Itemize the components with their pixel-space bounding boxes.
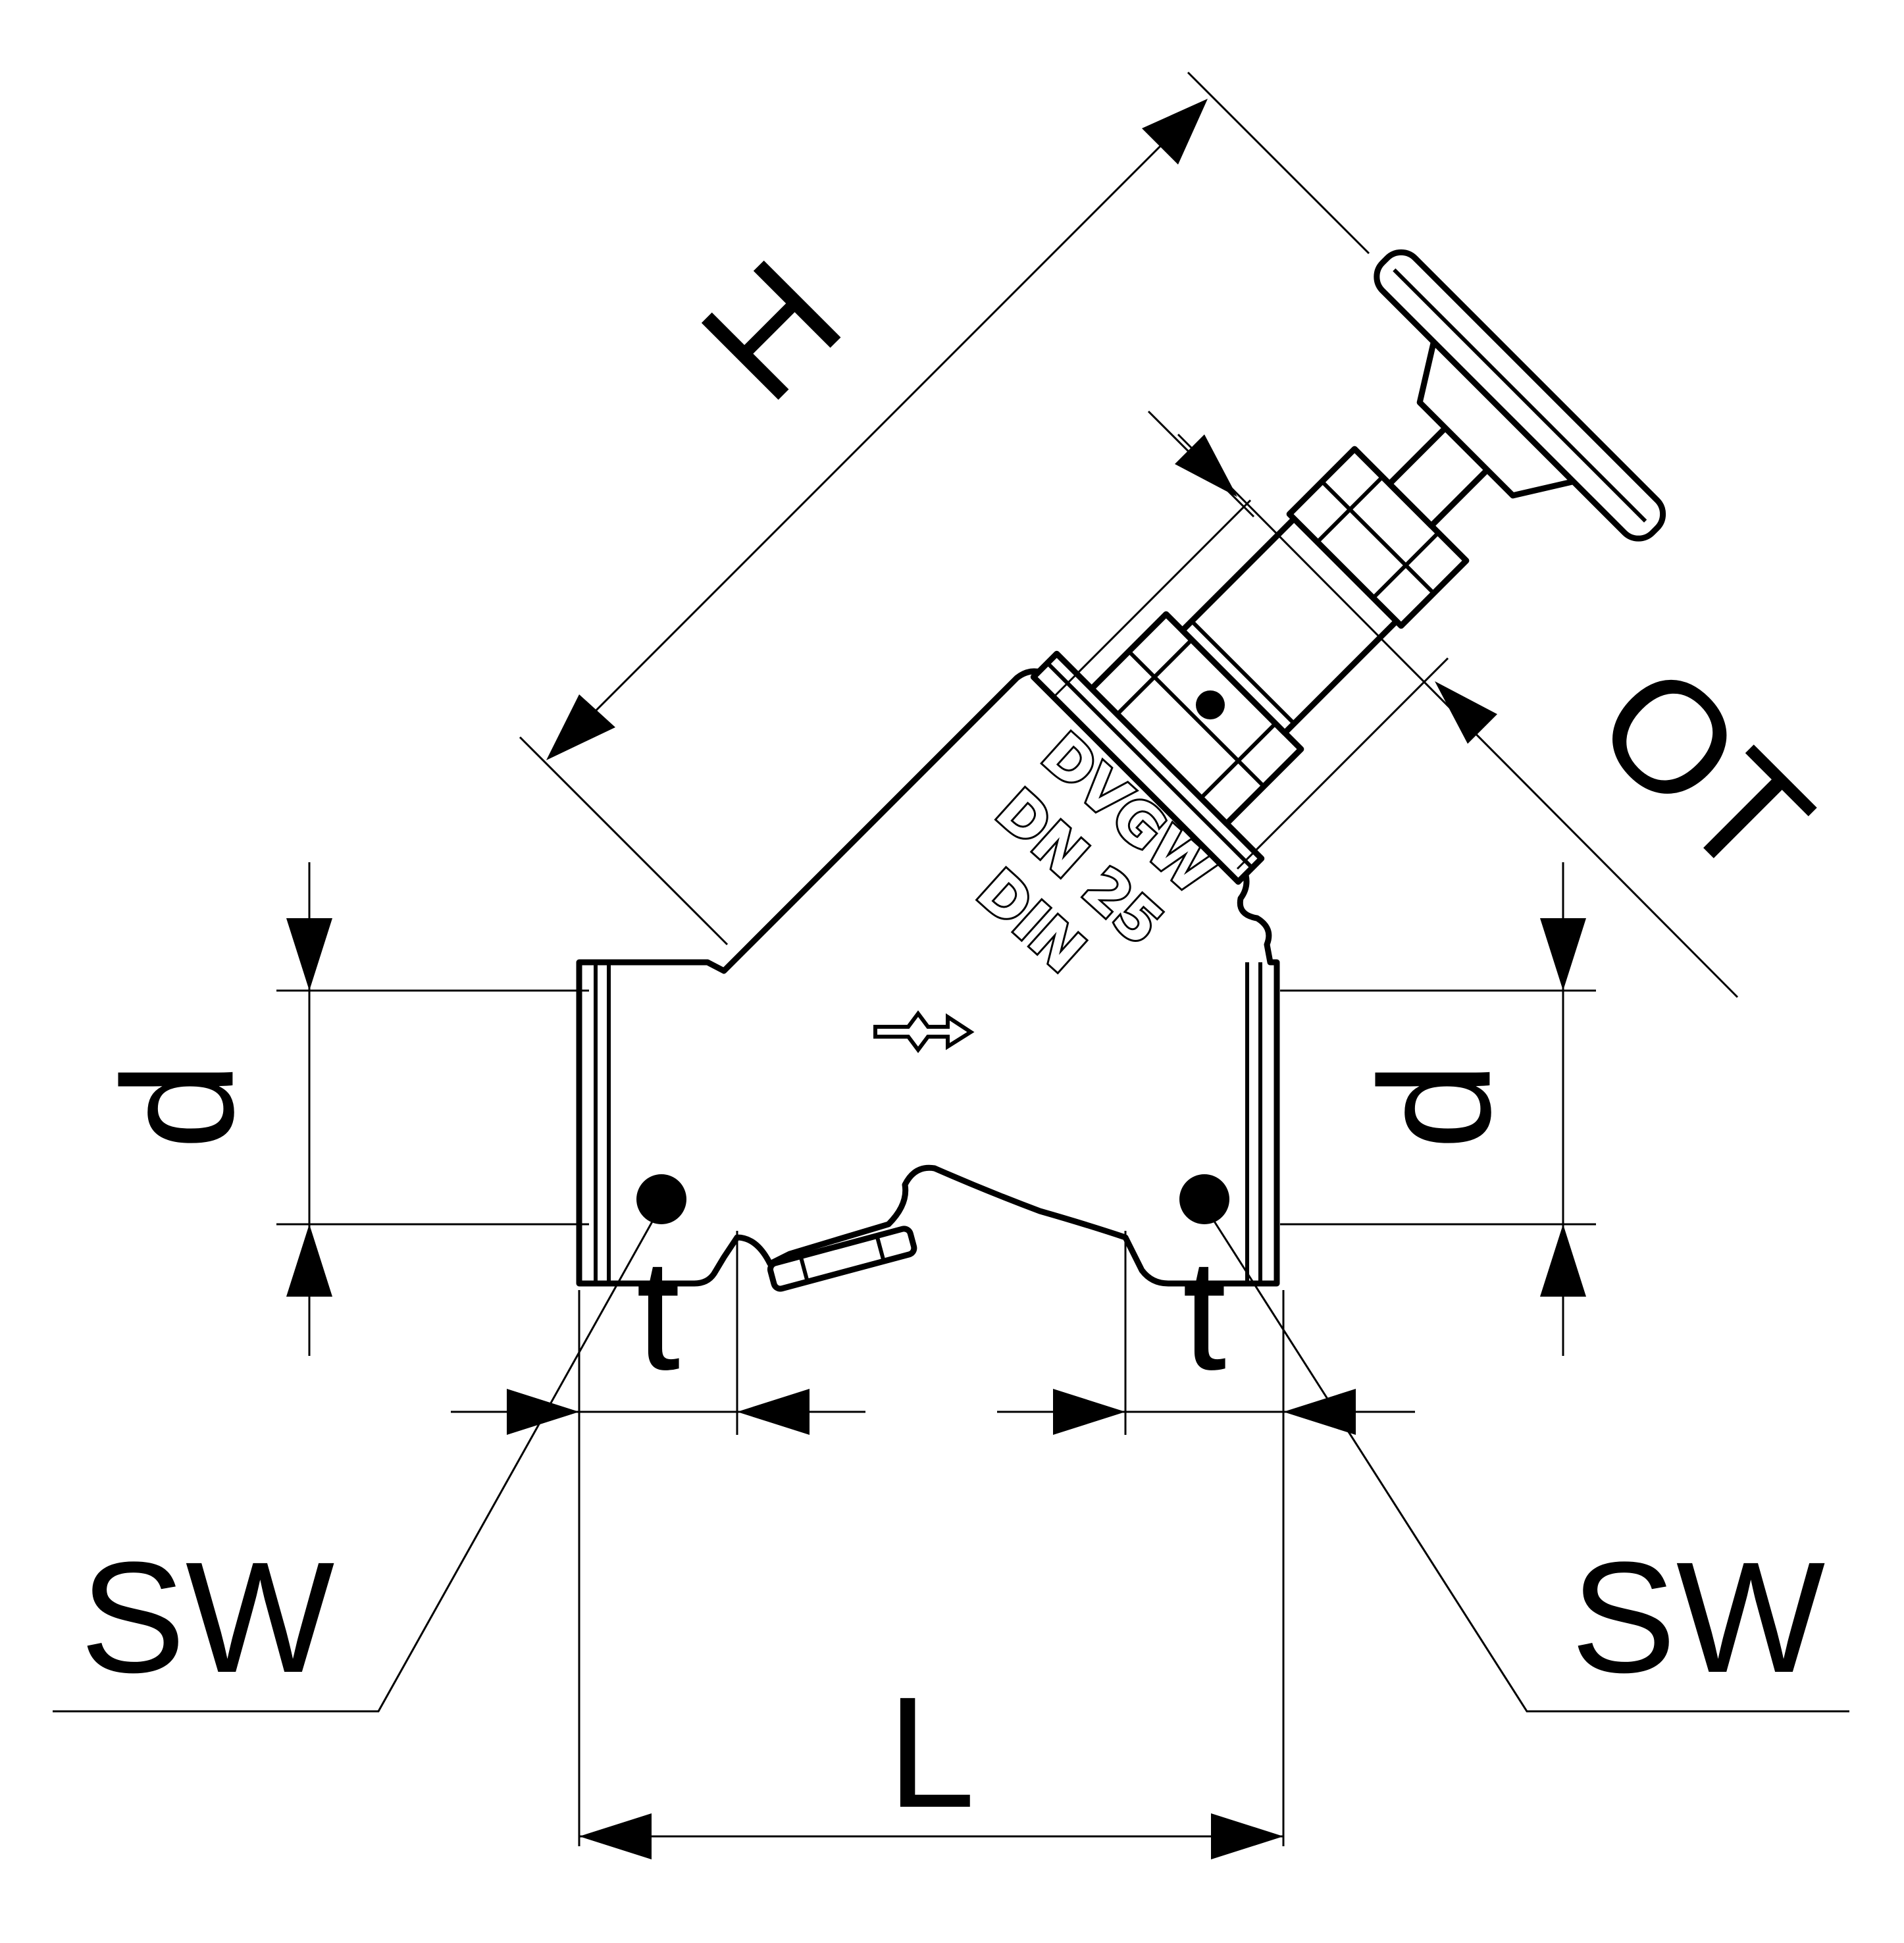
h-extension-upper [1187, 71, 1370, 255]
label-d-right: d [1347, 1062, 1523, 1149]
sw-left-leader [53, 1210, 659, 1713]
h-arrow-upper [1142, 99, 1208, 165]
d-left-arrow-bottom [286, 1224, 332, 1297]
valve-body-outline [576, 668, 1280, 1287]
label-t-right: t [1183, 1226, 1227, 1403]
dimension-d-right: d [1280, 862, 1596, 1356]
ot-extension-b [1236, 657, 1449, 870]
d-right-arrow-bottom [1540, 1224, 1586, 1297]
dimension-sw: SW SW [53, 1210, 1849, 1713]
ot-arrow-end [1435, 681, 1497, 744]
label-sw-right: SW [1571, 1529, 1826, 1705]
right-press-indicator-dot [1179, 1174, 1229, 1224]
h-extension-lower [519, 736, 729, 946]
label-sw-left: SW [80, 1529, 335, 1705]
label-h: H [668, 227, 873, 432]
d-left-arrow-top [286, 918, 332, 991]
valve-bonnet-assembly [1030, 249, 1666, 885]
h-arrow-lower [546, 694, 615, 760]
label-t-left: t [636, 1226, 681, 1403]
dimension-t: t t [451, 1226, 1415, 1846]
ot-extension-a [1052, 499, 1252, 699]
ot-arrow-start [1175, 434, 1237, 497]
t-left-arrow-inner [737, 1389, 810, 1435]
label-d-left: d [90, 1062, 266, 1149]
h-dimension-line [555, 101, 1206, 752]
left-press-indicator-dot [636, 1174, 686, 1224]
d-right-arrow-top [1540, 918, 1586, 991]
l-arrow-left [579, 1813, 652, 1859]
flow-direction-arrow-icon [873, 1010, 975, 1053]
label-l: L [887, 1664, 975, 1840]
sw-right-leader [1206, 1210, 1849, 1713]
drain-plug [767, 1226, 917, 1292]
label-ot: OT [1564, 631, 1843, 911]
l-arrow-right [1211, 1813, 1283, 1859]
t-left-arrow-outer [507, 1389, 579, 1435]
t-right-arrow-outer [1283, 1389, 1356, 1435]
dimension-d-left: d [90, 862, 589, 1356]
t-right-arrow-inner [1053, 1389, 1125, 1435]
dimension-l: L [579, 1664, 1283, 1859]
